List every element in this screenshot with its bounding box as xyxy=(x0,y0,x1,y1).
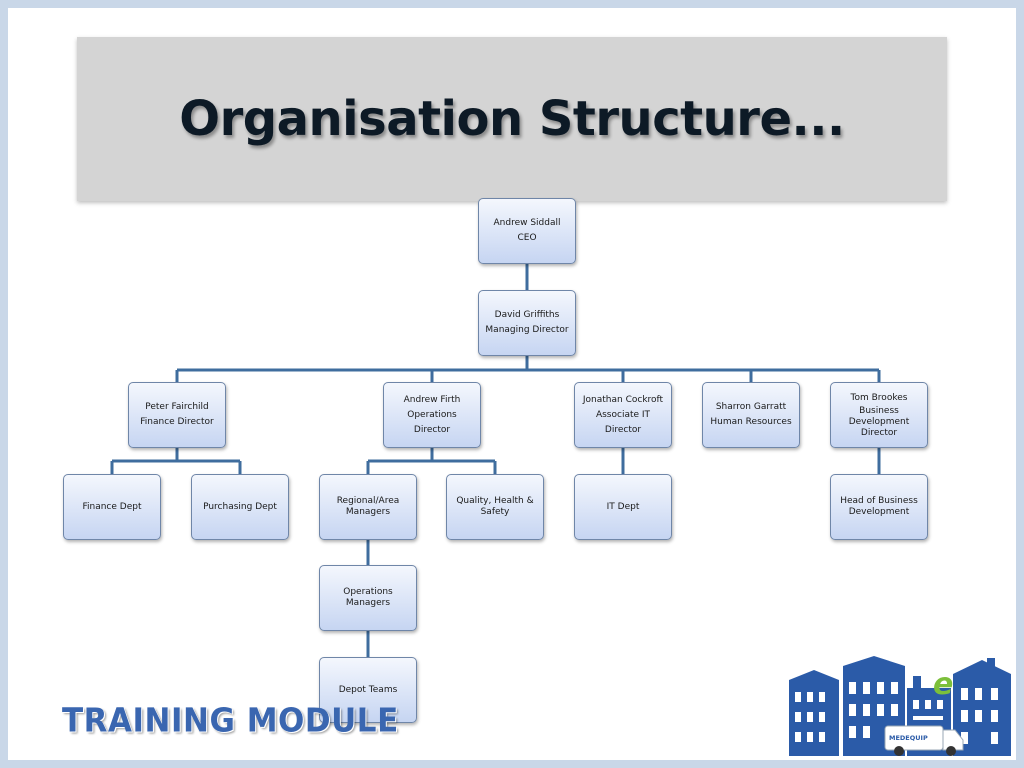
box-bd-director: Tom Brookes Business Development Directo… xyxy=(830,382,928,448)
box-purchasing-dept: Purchasing Dept xyxy=(191,474,289,540)
box-it-dept-label: IT Dept xyxy=(606,501,640,512)
company-logo-image: MEDEQUIP e xyxy=(789,656,1011,756)
box-operations-director-role: Operations Director xyxy=(407,409,457,435)
box-head-of-bd: Head of Business Development xyxy=(830,474,928,540)
box-it-director-role: Associate IT Director xyxy=(595,409,651,435)
box-it-director: Jonathan Cockroft Associate IT Director xyxy=(574,382,672,448)
box-it-director-name: Jonathan Cockroft xyxy=(582,394,664,405)
box-finance-dept-label: Finance Dept xyxy=(82,501,142,512)
box-human-resources: Sharron Garratt Human Resources xyxy=(702,382,800,448)
van-icon xyxy=(884,725,964,756)
box-hr-role: Human Resources xyxy=(710,417,792,427)
box-regional-managers: Regional/Area Managers xyxy=(319,474,417,540)
box-finance-director: Peter Fairchild Finance Director xyxy=(128,382,226,448)
box-head-bd-label: Head of Business Development xyxy=(840,496,918,517)
box-operations-director-name: Andrew Firth xyxy=(403,394,461,405)
box-operations-director: Andrew Firth Operations Director xyxy=(383,382,481,448)
box-ceo-role: CEO xyxy=(517,233,537,243)
box-regional-managers-label: Regional/Area Managers xyxy=(336,496,400,517)
box-ceo: Andrew Siddall CEO xyxy=(478,198,576,264)
green-e-logo-icon: e xyxy=(933,667,953,702)
box-it-dept: IT Dept xyxy=(574,474,672,540)
box-md-name: David Griffiths xyxy=(494,310,560,320)
box-finance-director-role: Finance Director xyxy=(140,417,214,427)
box-operations-managers-label: Operations Managers xyxy=(343,587,393,608)
box-finance-dept: Finance Dept xyxy=(63,474,161,540)
box-purchasing-dept-label: Purchasing Dept xyxy=(203,501,277,512)
box-operations-managers: Operations Managers xyxy=(319,565,417,631)
training-module-label: TRAINING MODULE xyxy=(62,702,399,740)
box-depot-teams-label: Depot Teams xyxy=(338,684,398,695)
box-finance-director-name: Peter Fairchild xyxy=(145,402,209,412)
box-bd-director-role: Business Development Director xyxy=(848,406,910,438)
box-md-role: Managing Director xyxy=(485,325,569,335)
box-managing-director: David Griffiths Managing Director xyxy=(478,290,576,356)
box-quality-health-safety: Quality, Health & Safety xyxy=(446,474,544,540)
box-depot-teams: Depot Teams xyxy=(319,657,417,723)
title-band: Organisation Structure... xyxy=(77,37,947,201)
slide-title: Organisation Structure... xyxy=(179,91,845,147)
box-qhs-label: Quality, Health & Safety xyxy=(456,496,534,517)
box-ceo-name: Andrew Siddall xyxy=(493,218,561,228)
box-bd-director-name: Tom Brookes xyxy=(850,393,908,403)
van-brand-text: MEDEQUIP xyxy=(889,734,928,742)
box-hr-name: Sharron Garratt xyxy=(715,402,787,412)
